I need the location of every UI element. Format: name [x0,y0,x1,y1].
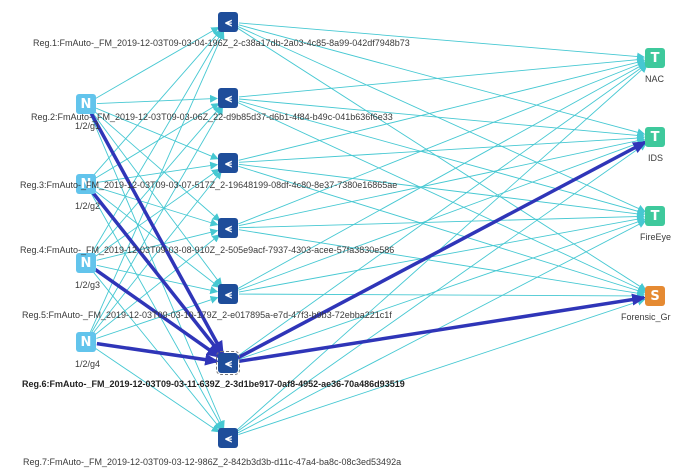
reg-node-3[interactable]: ⪪ [218,153,238,173]
reg-node-5[interactable]: ⪪ [218,284,238,304]
tool-node-fireeye[interactable]: T [645,206,665,226]
edge-reg2-tool2 [238,98,646,140]
edge-reg2-tool4 [237,102,646,293]
edge-port4-reg3 [92,170,222,334]
edge-reg7-tool3 [237,220,647,434]
edge-reg4-tool3 [238,212,646,229]
edge-reg3-tool2 [238,134,646,163]
edge-reg2-tool1 [238,55,646,98]
tool-label-nac: NAC [645,74,665,84]
port-label-g2: 1/2/g2 [75,201,101,211]
edge-reg3-tool3 [238,163,646,218]
reg-node-6[interactable]: ⪪ [216,351,240,375]
edge-reg5-tool3 [238,215,646,293]
edge-reg6-tool3 [238,218,646,360]
port-label-g1: 1/2/g1 [75,121,101,131]
tool-icon: T [650,129,660,145]
forensic-tool-icon: S [650,288,660,304]
edge-port3-reg5 [96,264,219,295]
edge-reg6-tool1 [236,63,647,357]
edge-port3-reg4 [96,228,219,261]
filter-map-icon: ⪪ [225,430,232,445]
reg-label-1: Reg.1:FmAuto-_FM_2019-12-03T09-03-04-196… [33,38,410,48]
edge-reg7-tool2 [236,142,647,433]
tool-node-forensic[interactable]: S [645,286,665,306]
thin-edges-layer [89,22,648,435]
network-port-icon: N [80,255,92,271]
port-node-g1[interactable]: N [76,94,96,114]
edge-port2-reg1 [92,29,222,177]
edge-reg5-tool2 [238,139,646,291]
filter-map-icon: ⪪ [225,14,232,29]
edge-port1-reg4 [93,110,221,222]
network-port-icon: N [80,334,92,350]
edge-reg1-tool1 [238,22,646,61]
edge-port3-reg7 [92,271,222,431]
port-label-g4: 1/2/g4 [75,359,101,369]
tool-icon: T [650,50,660,66]
highlight-edge-tool4 [238,293,647,364]
reg-label-5: Reg.5:FmAuto-_FM_2019-12-03T09-03-10-179… [22,310,392,320]
port-label-g3: 1/2/g3 [75,280,101,290]
edge-reg1-tool4 [237,27,647,291]
edge-reg5-tool1 [237,62,647,290]
tool-label-forensic: Forensic_Gr [621,312,671,322]
reg-label-2: Reg.2:FmAuto-_FM_2019-12-03T09-03-06Z_22… [31,112,393,122]
filter-map-icon: ⪪ [225,155,232,170]
highlight-edge-port1 [89,112,225,356]
edge-port2-reg2 [95,103,220,179]
edge-port3-reg2 [92,105,222,255]
highlight-edge-port4 [96,341,220,366]
reg-node-4[interactable]: ⪪ [218,218,238,238]
edge-reg7-tool4 [238,297,646,435]
edge-port2-reg4 [96,186,219,227]
filter-map-icon: ⪪ [225,220,232,235]
edge-reg5-tool4 [238,291,646,300]
edge-port1-reg2 [96,94,219,104]
filter-map-icon: ⪪ [225,90,232,105]
edge-port4-reg7 [94,347,220,433]
reg-label-6: Reg.6:FmAuto-_FM_2019-12-03T09-03-11-639… [22,379,405,389]
tool-node-nac[interactable]: T [645,48,665,68]
port-node-g2[interactable]: N [76,174,96,194]
edge-reg3-tool4 [238,165,646,295]
edge-reg2-tool3 [238,100,646,216]
edge-port1-reg1 [95,27,220,99]
edge-reg7-tool1 [235,64,648,432]
reg-node-7[interactable]: ⪪ [218,428,238,448]
highlight-edge-port2 [91,191,223,356]
port-node-g3[interactable]: N [76,253,96,273]
edge-port4-reg2 [91,106,223,333]
tool-label-ids: IDS [648,153,664,163]
edge-port2-reg3 [96,161,219,183]
reg-label-7: Reg.7:FmAuto-_FM_2019-12-03T09-03-12-986… [23,457,402,467]
edge-reg3-tool1 [238,58,646,161]
edge-reg4-tool1 [238,60,646,225]
edge-port4-reg4 [94,234,221,336]
edge-port1-reg5 [92,112,223,286]
tool-label-fireeye: FireEye [640,232,672,242]
edge-reg1-tool3 [237,26,646,213]
edge-reg4-tool4 [238,229,646,298]
reg-label-4: Reg.4:FmAuto-_FM_2019-12-03T09-03-08-910… [20,245,395,255]
bold-edges-layer [89,112,648,366]
tool-node-ids[interactable]: T [645,127,665,147]
edge-port2-reg5 [94,190,221,288]
highlight-edge-tool2 [236,140,648,360]
reg-node-1[interactable]: ⪪ [218,12,238,32]
reg-node-2[interactable]: ⪪ [218,88,238,108]
reg-label-3: Reg.3:FmAuto-_FM_2019-12-03T09-03-07-517… [20,180,398,190]
filter-map-icon: ⪪ [225,355,232,370]
highlight-edge-port3 [93,267,221,359]
edge-port3-reg3 [94,168,220,258]
edge-reg1-tool2 [238,24,646,137]
filter-map-icon: ⪪ [225,286,232,301]
edge-reg4-tool2 [238,136,646,227]
network-port-icon: N [80,96,92,112]
tool-icon: T [650,208,660,224]
network-port-icon: N [80,176,92,192]
port-node-g4[interactable]: N [76,332,96,352]
